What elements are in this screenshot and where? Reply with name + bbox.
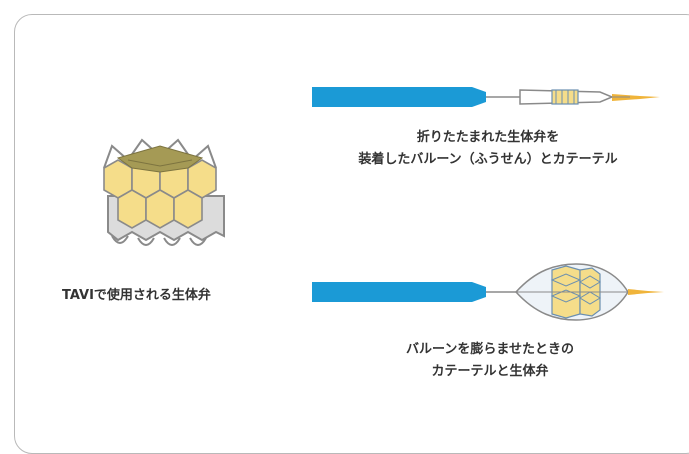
catheter-inflated bbox=[312, 263, 664, 321]
bioprosthetic-valve bbox=[103, 138, 225, 246]
folded-caption-line2: 装着したバルーン（ふうせん）とカテーテル bbox=[358, 152, 618, 167]
inflated-caption-line2: カテーテルと生体弁 bbox=[431, 364, 549, 379]
catheter-folded bbox=[312, 87, 660, 107]
inflated-caption-line1: バルーンを膨らませたときの bbox=[406, 342, 574, 357]
folded-caption-line1: 折りたたまれた生体弁を bbox=[416, 130, 560, 145]
valve-caption: TAVIで使用される生体弁 bbox=[62, 288, 211, 303]
